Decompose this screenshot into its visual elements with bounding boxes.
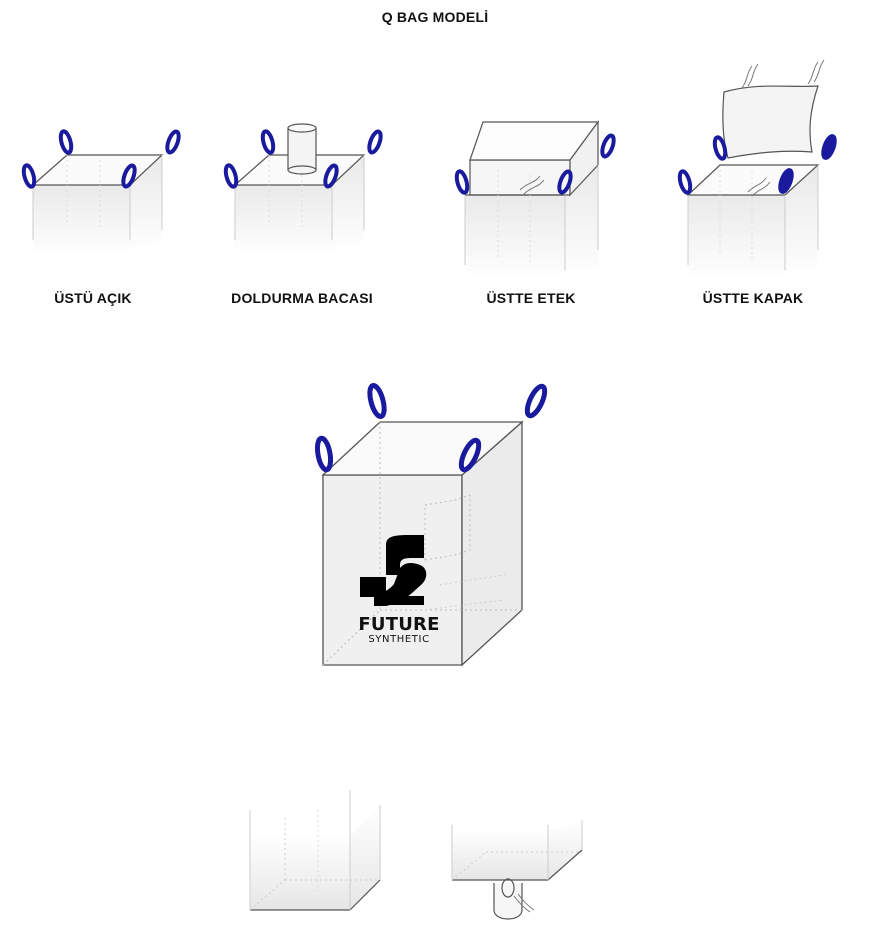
main-bag <box>314 382 548 667</box>
lift-loop <box>165 129 181 155</box>
lift-loop <box>712 135 728 161</box>
top-cover-flap <box>722 85 819 159</box>
lift-loop <box>223 163 239 189</box>
bag-skirt-top <box>454 120 616 280</box>
lift-loop <box>367 382 387 420</box>
model-label-ustu-acik: ÜSTÜ AÇIK <box>54 290 132 306</box>
lift-loop <box>323 163 339 189</box>
lift-loop <box>121 163 137 189</box>
brand-subtitle: SYNTHETIC <box>368 634 430 645</box>
bag-filling-spout <box>223 123 383 255</box>
filling-spout <box>287 127 317 171</box>
model-label-ustte-etek: ÜSTTE ETEK <box>486 290 576 306</box>
bag-open-top <box>21 129 181 255</box>
bag-top-cover <box>677 59 837 280</box>
lift-loop <box>314 435 334 473</box>
lift-loop <box>21 163 37 189</box>
brand-name: FUTURE <box>358 614 440 635</box>
bag-flat-bottom <box>249 790 381 911</box>
bag-discharge-spout <box>451 820 583 920</box>
discharge-spout <box>493 883 523 920</box>
lift-loop <box>557 169 573 195</box>
lift-loop <box>367 129 383 155</box>
lift-loop <box>454 169 470 195</box>
lift-loop <box>58 129 74 155</box>
lift-loop <box>524 383 548 419</box>
lift-loop <box>821 134 837 160</box>
model-label-ustte-kapak: ÜSTTE KAPAK <box>702 290 804 306</box>
future-synthetic-logo <box>360 535 427 606</box>
lift-loop <box>260 129 276 155</box>
model-label-doldurma-bacasi: DOLDURMA BACASI <box>231 290 373 306</box>
lift-loop <box>600 133 616 159</box>
page-title: Q BAG MODELİ <box>381 9 489 25</box>
lift-loop <box>778 168 794 194</box>
lift-loop <box>458 437 482 473</box>
lift-loop <box>677 169 693 195</box>
